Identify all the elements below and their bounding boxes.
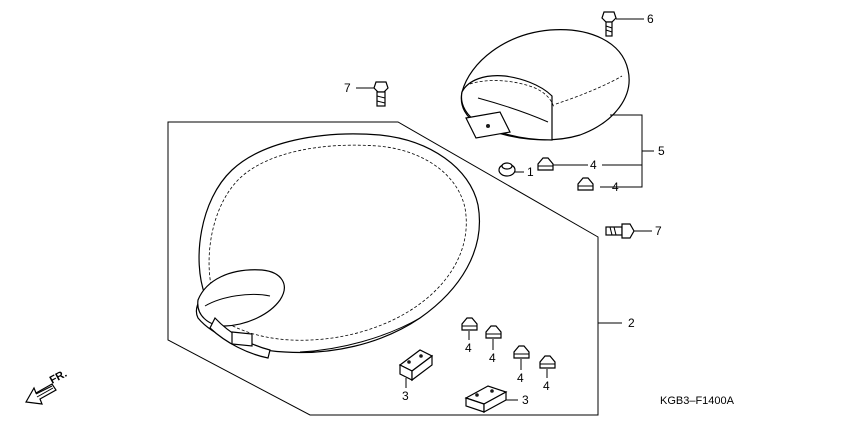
- grommet-1[interactable]: [498, 162, 516, 177]
- nut-4-rear-b[interactable]: [577, 177, 594, 191]
- bracket-3-right[interactable]: [464, 385, 508, 414]
- callout-4-rear-a: 4: [590, 158, 597, 172]
- nut-4-rear-a[interactable]: [537, 157, 554, 171]
- front-seat[interactable]: [195, 133, 480, 359]
- rear-seat[interactable]: [460, 29, 630, 141]
- seat-assembly-outline: [167, 121, 599, 416]
- nut-4-front-b[interactable]: [485, 325, 502, 339]
- callout-6: 6: [647, 12, 654, 26]
- front-direction-arrow-icon: [25, 383, 57, 405]
- callout-2: 2: [628, 316, 635, 330]
- callout-4-front-b: 4: [489, 351, 496, 365]
- bracket-3-left[interactable]: [398, 349, 434, 382]
- front-direction-label: FR.: [48, 368, 69, 387]
- callout-1: 1: [527, 165, 534, 179]
- nut-4-front-d[interactable]: [539, 355, 556, 369]
- bolt-7-right[interactable]: [605, 223, 635, 239]
- callout-7-right: 7: [655, 224, 662, 238]
- callout-3-left: 3: [402, 389, 409, 403]
- nut-4-front-a[interactable]: [461, 317, 478, 331]
- leader-line-5: [600, 114, 643, 188]
- callout-4-front-c: 4: [517, 371, 524, 385]
- callout-5: 5: [658, 144, 665, 158]
- callout-4-front-d: 4: [543, 379, 550, 393]
- callout-7-upper: 7: [344, 81, 351, 95]
- bolt-7-upper[interactable]: [373, 81, 389, 107]
- diagram-code: KGB3–F1400A: [660, 395, 735, 407]
- nut-4-front-c[interactable]: [513, 345, 530, 359]
- callout-4-rear-b: 4: [612, 180, 619, 194]
- callout-3-right: 3: [522, 393, 529, 407]
- callout-4-front-a: 4: [465, 341, 472, 355]
- bolt-6[interactable]: [601, 11, 617, 37]
